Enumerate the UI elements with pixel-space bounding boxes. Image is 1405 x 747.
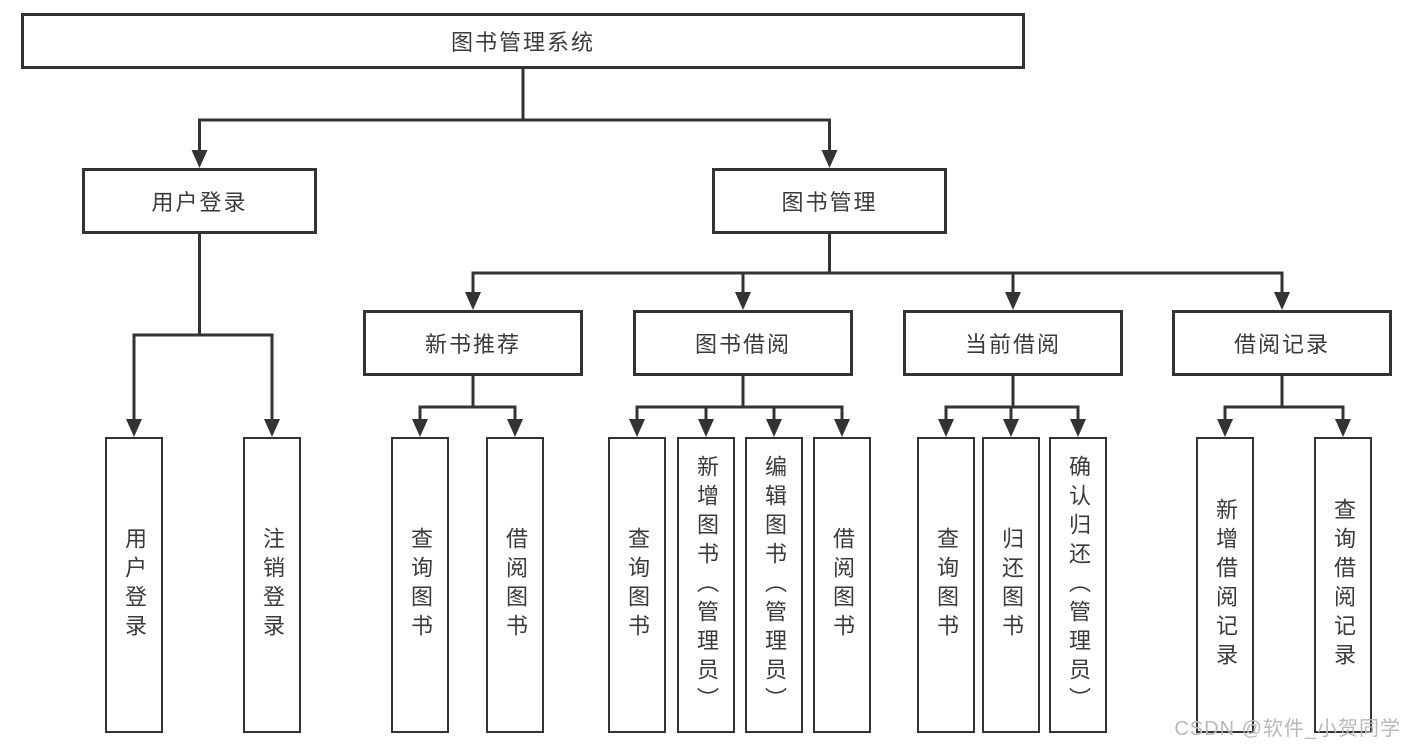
- node-current-borrow: 当前借阅: [903, 310, 1123, 376]
- connector-record-split: [1223, 405, 1345, 421]
- leaf-add-books-admin-label: 新增图书（管理员）: [694, 454, 719, 716]
- node-root: 图书管理系统: [21, 13, 1025, 69]
- leaf-add-books-admin: 新增图书（管理员）: [677, 437, 735, 733]
- node-user-login-label: 用户登录: [151, 190, 248, 215]
- leaf-borrow-books-1-label: 借阅图书: [503, 527, 528, 643]
- leaf-borrow-books-2-label: 借阅图书: [830, 527, 855, 643]
- leaf-query-books-1: 查询图书: [391, 437, 449, 733]
- node-book-management: 图书管理: [712, 168, 947, 234]
- leaf-confirm-return-admin-label: 确认归还（管理员）: [1066, 454, 1091, 716]
- leaf-add-borrow-record: 新增借阅记录: [1196, 437, 1254, 733]
- leaf-query-books-2: 查询图书: [608, 437, 666, 733]
- leaf-return-books-label: 归还图书: [999, 527, 1024, 643]
- node-new-book-recommend-label: 新书推荐: [424, 332, 521, 357]
- connector-root-split: [198, 118, 831, 151]
- connector-borrow-split: [635, 405, 844, 421]
- node-new-book-recommend: 新书推荐: [363, 310, 583, 376]
- node-root-label: 图书管理系统: [450, 30, 595, 55]
- node-book-borrow: 图书借阅: [633, 310, 853, 376]
- connector-mgmt-split: [471, 271, 1284, 293]
- leaf-logout: 注销登录: [243, 437, 301, 733]
- node-user-login: 用户登录: [82, 168, 317, 234]
- leaf-user-login: 用户登录: [105, 437, 163, 733]
- connector-login-split: [132, 333, 274, 421]
- leaf-return-books: 归还图书: [982, 437, 1040, 733]
- leaf-confirm-return-admin: 确认归还（管理员）: [1049, 437, 1107, 733]
- leaf-query-books-2-label: 查询图书: [625, 527, 650, 643]
- node-borrow-record: 借阅记录: [1172, 310, 1392, 376]
- leaf-query-books-1-label: 查询图书: [408, 527, 433, 643]
- leaf-edit-books-admin: 编辑图书（管理员）: [745, 437, 803, 733]
- leaf-query-books-3: 查询图书: [917, 437, 975, 733]
- node-current-borrow-label: 当前借阅: [964, 332, 1061, 357]
- leaf-add-borrow-record-label: 新增借阅记录: [1213, 498, 1238, 672]
- node-book-borrow-label: 图书借阅: [694, 332, 791, 357]
- leaf-query-borrow-record-label: 查询借阅记录: [1331, 498, 1356, 672]
- leaf-query-borrow-record: 查询借阅记录: [1314, 437, 1372, 733]
- arrowheads: [126, 150, 1351, 437]
- leaf-edit-books-admin-label: 编辑图书（管理员）: [762, 454, 787, 716]
- leaf-user-login-label: 用户登录: [122, 527, 147, 643]
- node-book-management-label: 图书管理: [781, 190, 878, 215]
- node-borrow-record-label: 借阅记录: [1233, 332, 1330, 357]
- connector-recommend-split: [418, 405, 517, 421]
- leaf-query-books-3-label: 查询图书: [934, 527, 959, 643]
- leaf-borrow-books-2: 借阅图书: [813, 437, 871, 733]
- leaf-logout-label: 注销登录: [260, 527, 285, 643]
- csdn-watermark: CSDN @软件_小贺同学: [1174, 718, 1401, 740]
- leaf-borrow-books-1: 借阅图书: [486, 437, 544, 733]
